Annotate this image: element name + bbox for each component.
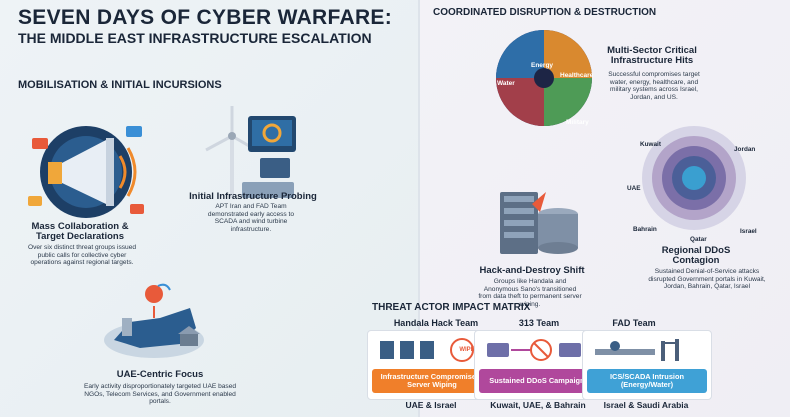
country-label-kuwait: Kuwait: [640, 141, 661, 148]
uae-focus-desc: Early activity disproportionately target…: [83, 383, 237, 406]
uae-map-icon: [104, 283, 204, 358]
pipeline-icon: [595, 339, 679, 361]
matrix-col3-targets: Israel & Saudi Arabia: [603, 400, 689, 410]
megaphone-icon: [28, 126, 144, 218]
panel-divider: [418, 0, 420, 417]
probing-desc: APT Iran and FAD Team demonstrated early…: [207, 203, 295, 233]
country-label-bahrain: Bahrain: [633, 226, 657, 233]
hackdestroy-title: Hack-and-Destroy Shift: [479, 265, 585, 276]
sector-wheel-icon: [496, 30, 592, 126]
sector-label-energy: Energy: [531, 62, 554, 69]
wipe-label: WIPE: [459, 346, 475, 353]
matrix-col1-targets: UAE & Israel: [405, 400, 457, 410]
country-label-jordan: Jordan: [734, 146, 756, 153]
matrix-col2-targets: Kuwait, UAE, & Bahrain: [490, 400, 586, 410]
matrix-col3-team: FAD Team: [612, 318, 656, 328]
matrix-col2-team: 313 Team: [518, 318, 560, 328]
mass-collab-desc: Over six distinct threat groups issued p…: [27, 244, 137, 267]
country-label-uae: UAE: [627, 185, 641, 192]
ddos-network-icon: [487, 339, 581, 361]
probing-title: Initial Infrastructure Probing: [189, 191, 317, 202]
country-label-israel: Israel: [740, 228, 757, 235]
wind-turbine-icon: [205, 106, 296, 198]
hackdestroy-desc: Groups like Handala and Anonymous Sano's…: [478, 278, 582, 308]
matrix-col1-team: Handala Hack Team: [393, 318, 479, 328]
sector-label-military: Military: [566, 119, 589, 126]
matrix-col1-impact: Infrastructure Compromise & Server Wipin…: [372, 369, 492, 393]
matrix-col3-impact: ICS/SCADA Intrusion (Energy/Water): [587, 369, 707, 393]
main-subtitle: THE MIDDLE EAST INFRASTRUCTURE ESCALATIO…: [18, 30, 372, 46]
ddos-title: Regional DDoS Contagion: [661, 245, 731, 267]
wiper-icon: [380, 338, 474, 362]
left-section-heading: MOBILISATION & INITIAL INCURSIONS: [18, 79, 222, 91]
multisector-title: Multi-Sector Critical Infrastructure Hit…: [607, 45, 697, 67]
country-label-qatar: Qatar: [690, 236, 707, 243]
right-section-heading: COORDINATED DISRUPTION & DESTRUCTION: [433, 7, 657, 18]
matrix-heading: THREAT ACTOR IMPACT MATRIX: [372, 302, 531, 313]
matrix-col3-card: ICS/SCADA Intrusion (Energy/Water): [582, 330, 712, 400]
sector-label-healthcare: Healthcare: [560, 72, 594, 79]
ddos-target-icon: [642, 126, 746, 230]
main-title: SEVEN DAYS OF CYBER WARFARE:: [18, 6, 393, 29]
ddos-desc: Sustained Denial-of-Service attacks disr…: [648, 268, 766, 291]
sector-label-water: Water: [497, 80, 515, 87]
multisector-desc: Successful compromises target water, ene…: [608, 71, 700, 101]
server-stack-icon: [500, 192, 578, 254]
uae-focus-title: UAE-Centric Focus: [116, 369, 204, 380]
matrix-col2-impact: Sustained DDoS Campaigns: [479, 369, 599, 393]
mass-collab-title: Mass Collaboration & Target Declarations: [31, 221, 129, 243]
